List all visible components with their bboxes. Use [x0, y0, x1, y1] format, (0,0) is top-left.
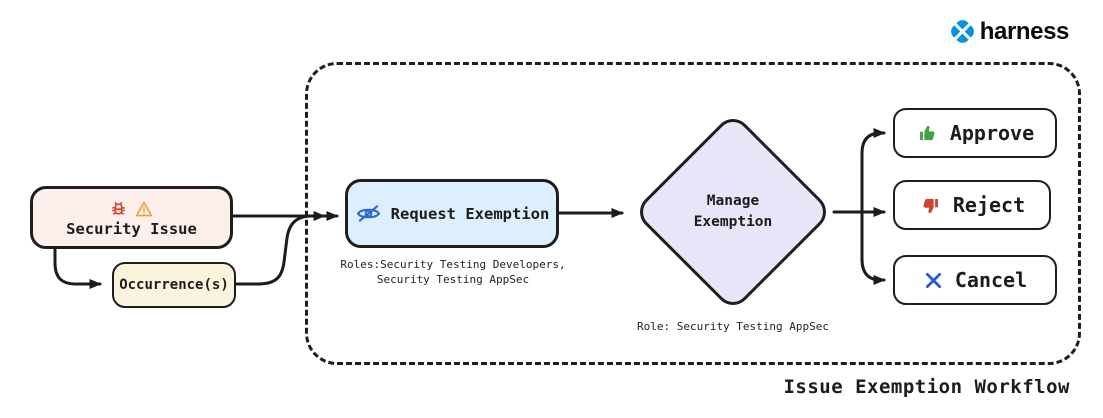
harness-logo: harness	[947, 16, 1069, 47]
occurrences-label: Occurrence(s)	[119, 277, 229, 293]
harness-logo-icon	[950, 20, 974, 43]
node-cancel: Cancel	[893, 255, 1057, 305]
node-reject: Reject	[893, 180, 1051, 230]
node-occurrences: Occurrence(s)	[112, 262, 236, 308]
node-security-issue: Security Issue	[30, 186, 233, 249]
arrow-security-to-occurrence	[53, 247, 102, 289]
node-request-exemption: Request Exemption	[345, 179, 559, 248]
thumbs-down-icon	[923, 198, 938, 213]
workflow-boundary	[305, 62, 1081, 365]
request-exemption-label: Request Exemption	[390, 204, 550, 223]
eye-slash-icon	[356, 205, 380, 222]
reject-label: Reject	[952, 193, 1026, 217]
diagram-caption: Issue Exemption Workflow	[783, 376, 1070, 398]
warning-icon	[135, 201, 153, 216]
request-roles-note: Roles:Security Testing Developers, Secur…	[332, 258, 574, 288]
manage-exemption-label-line2: Exemption	[693, 214, 773, 231]
manage-exemption-label-line1: Manage	[706, 193, 760, 209]
manage-role-note: Role: Security Testing AppSec	[636, 320, 830, 333]
security-issue-label: Security Issue	[66, 219, 197, 238]
node-approve: Approve	[893, 108, 1057, 158]
bug-icon	[112, 201, 125, 215]
x-icon	[925, 272, 941, 288]
manage-exemption-label: Manage Exemption	[653, 191, 813, 233]
thumbs-up-icon	[919, 125, 935, 140]
request-roles-note-line2: Security Testing AppSec	[376, 272, 530, 286]
approve-label: Approve	[949, 121, 1035, 145]
security-issue-icons	[109, 200, 154, 218]
request-roles-note-line1: Roles:Security Testing Developers,	[340, 258, 566, 271]
cancel-label: Cancel	[954, 268, 1028, 292]
harness-wordmark: harness	[979, 17, 1070, 45]
